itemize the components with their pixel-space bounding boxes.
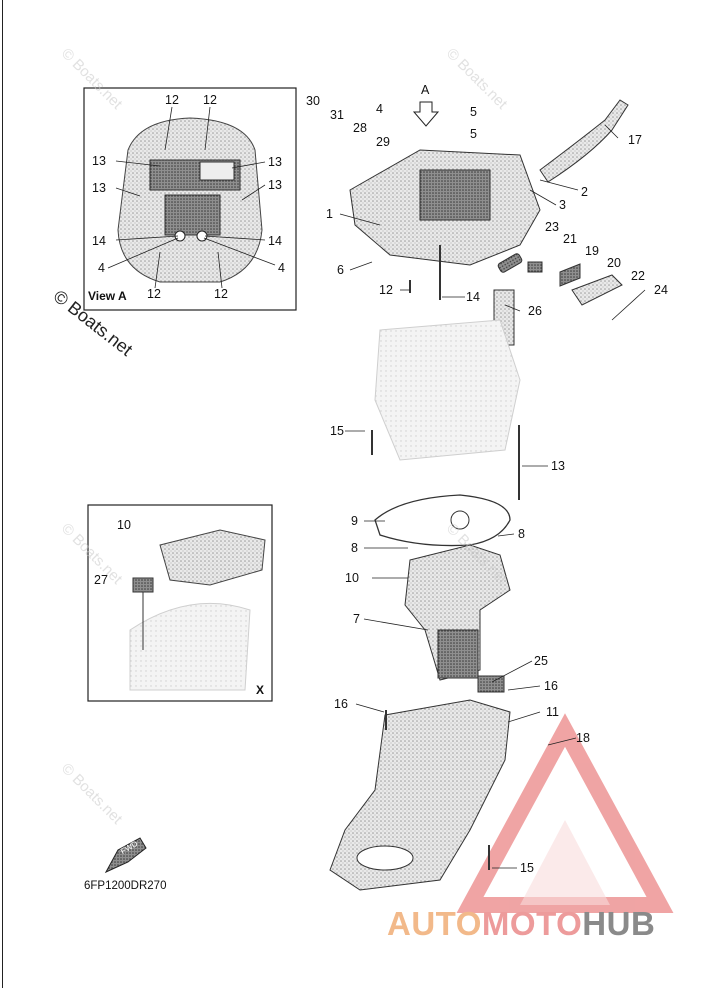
middle-casing-part	[404, 544, 511, 681]
view-a-callout: 12	[214, 287, 228, 301]
part-callout: 30	[306, 94, 320, 108]
part-callout: 14	[466, 290, 480, 304]
brand-part-2: MOTO	[481, 905, 583, 942]
part-callout: 10	[345, 571, 359, 585]
part-callout: 18	[576, 731, 590, 745]
brand-part-1: AUTO	[387, 905, 482, 942]
part-callout: 2	[581, 185, 588, 199]
view-a-leader-lines	[107, 106, 276, 289]
part-callout: 22	[631, 269, 645, 283]
view-x-callout: 10	[117, 518, 131, 532]
part-callout: 15	[520, 861, 534, 875]
brand-part-3: HUB	[582, 905, 656, 942]
view-a-casing-illustration	[117, 117, 263, 283]
page-left-border	[2, 0, 3, 988]
view-x-callout: 27	[94, 573, 108, 587]
exhaust-pipe-part	[539, 99, 629, 183]
view-x-casing-illustration	[129, 529, 266, 691]
part-callout: 5	[470, 127, 477, 141]
part-callout: 12	[379, 283, 393, 297]
part-callout: 29	[376, 135, 390, 149]
main-leader-lines	[339, 124, 646, 869]
view-a-callout: 14	[92, 234, 106, 248]
part-callout: 16	[544, 679, 558, 693]
upper-casing-part	[349, 149, 541, 266]
view-a-callout: 12	[165, 93, 179, 107]
part-callout: 7	[353, 612, 360, 626]
part-callout: 28	[353, 121, 367, 135]
part-callout: 11	[546, 705, 559, 719]
part-callout: 8	[518, 527, 525, 541]
part-callout: 15	[330, 424, 344, 438]
part-callout: 21	[563, 232, 577, 246]
part-callout: 4	[376, 102, 383, 116]
part-callout: 1	[326, 207, 333, 221]
part-callout: 20	[607, 256, 621, 270]
valve-assembly-parts	[493, 253, 623, 346]
part-callout: 17	[628, 133, 642, 147]
part-callout: 19	[585, 244, 599, 258]
part-callout: 9	[351, 514, 358, 528]
view-a-callout: 13	[268, 178, 282, 192]
engine-block-faint	[374, 319, 521, 461]
part-callout: 5	[470, 105, 477, 119]
view-a-callout: 4	[98, 261, 105, 275]
brand-logo-triangle	[456, 713, 674, 913]
part-code: 6FP1200DR270	[84, 880, 167, 892]
part-callout: 13	[551, 459, 565, 473]
part-callout: 6	[337, 263, 344, 277]
lower-casing-part	[329, 675, 511, 891]
part-callout: 3	[559, 198, 566, 212]
part-callout: 26	[528, 304, 542, 318]
bolt-parts	[371, 245, 520, 870]
view-a-callout: 14	[268, 234, 282, 248]
brand-wordmark: AUTOMOTOHUB	[387, 905, 655, 943]
gasket-part	[374, 494, 511, 547]
view-x-title: X	[256, 683, 265, 697]
view-a-title: View A	[88, 289, 127, 303]
part-callout: 8	[351, 541, 358, 555]
part-callout: 23	[545, 220, 559, 234]
fwd-arrow-icon	[104, 837, 147, 874]
view-a-callout: 4	[278, 261, 285, 275]
view-a-arrow-label: A	[421, 83, 430, 97]
view-a-callout: 12	[147, 287, 161, 301]
part-callout: 25	[534, 654, 548, 668]
part-callout: 31	[330, 108, 344, 122]
view-a-arrow	[412, 101, 440, 127]
part-callout: 16	[334, 697, 348, 711]
part-callout: 24	[654, 283, 668, 297]
view-a-callout: 13	[92, 181, 106, 195]
view-a-callout: 13	[92, 154, 106, 168]
view-a-callout: 13	[268, 155, 282, 169]
view-a-callout: 12	[203, 93, 217, 107]
